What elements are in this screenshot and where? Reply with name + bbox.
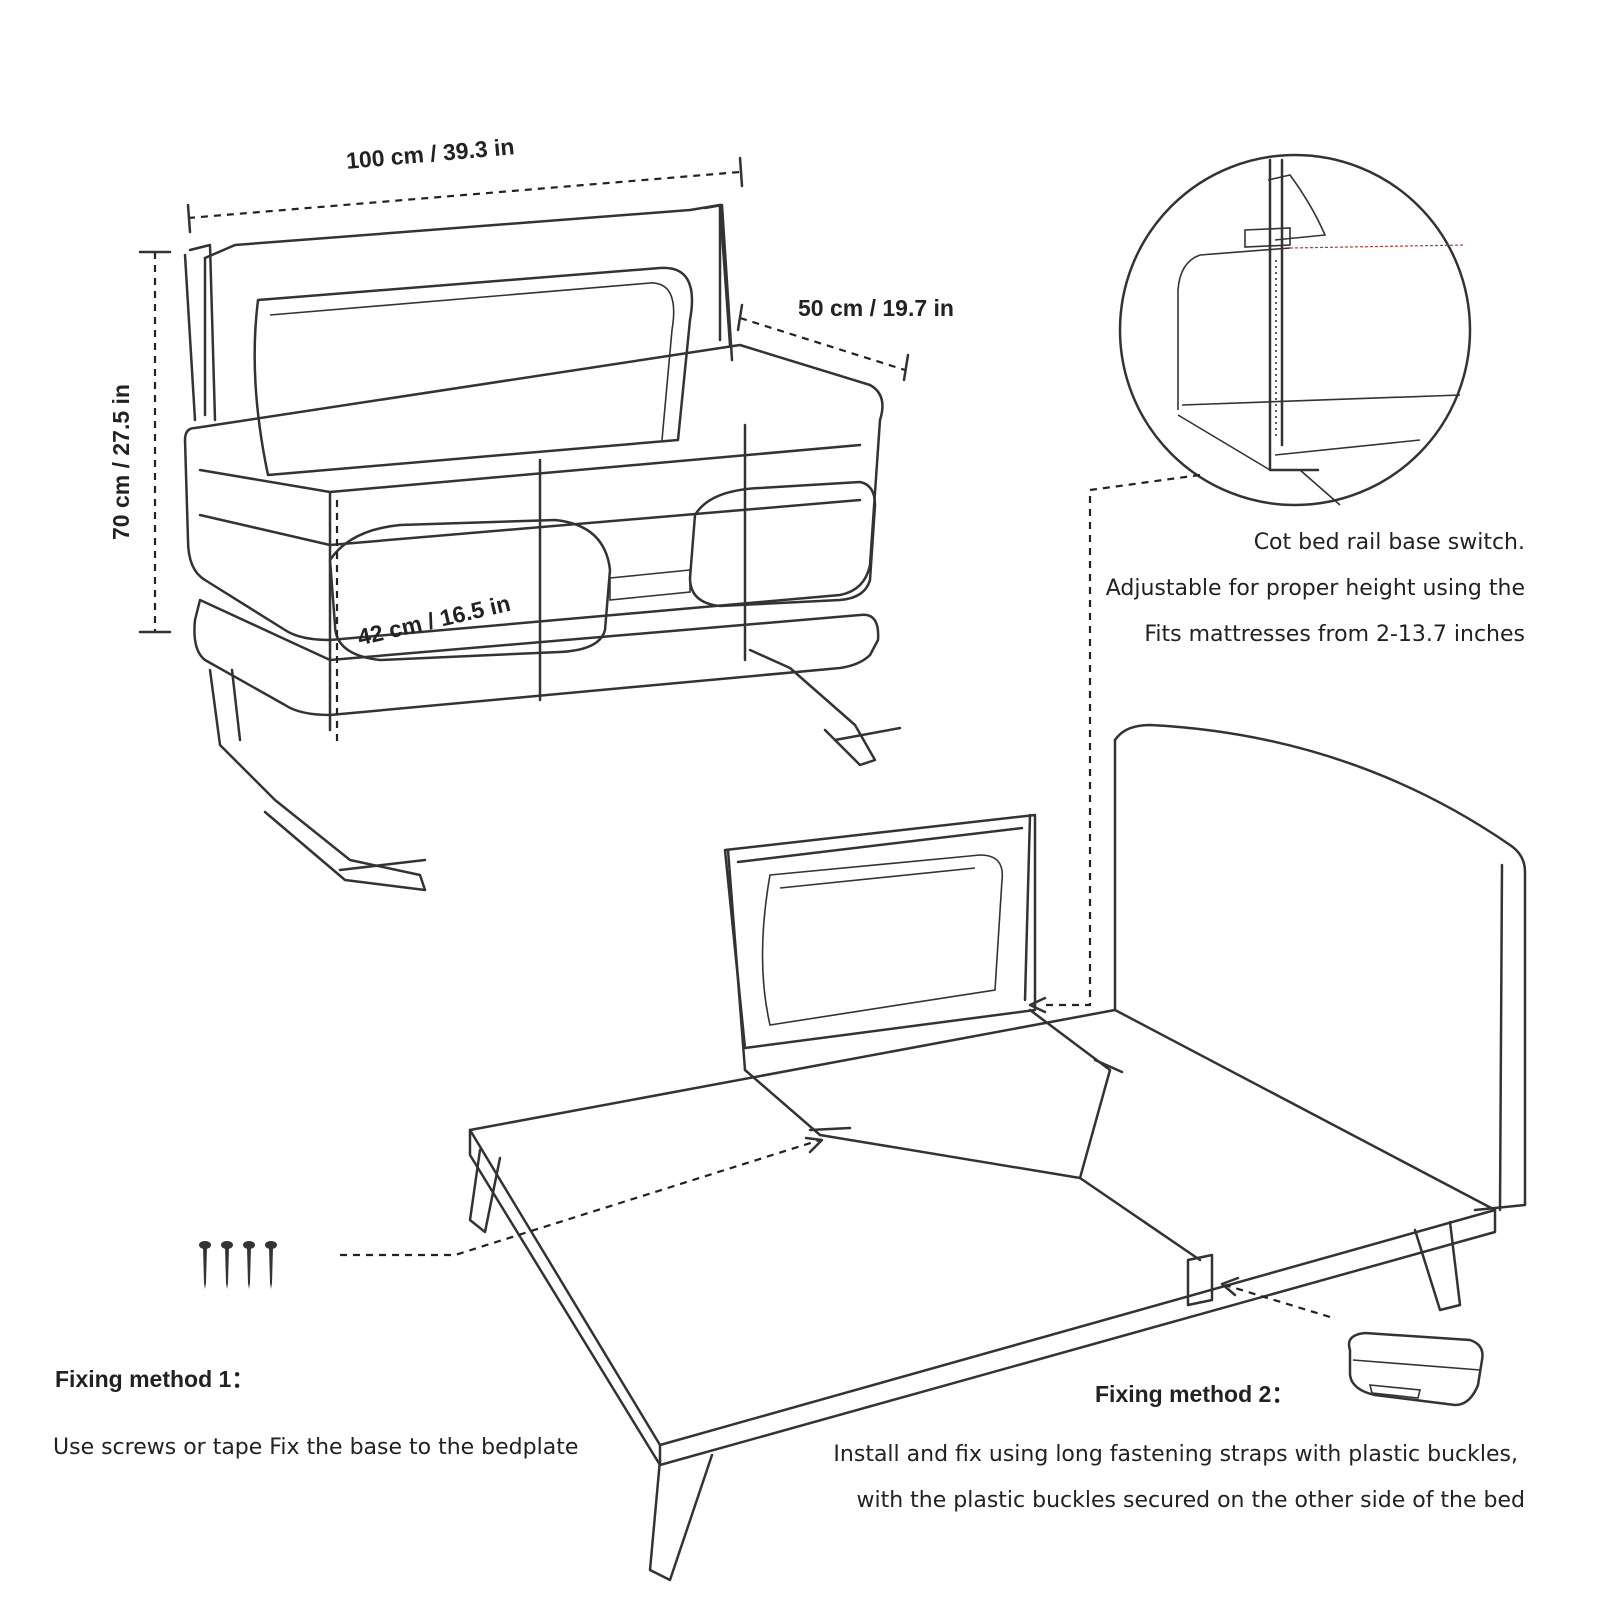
dimension-lines [138,156,910,745]
arrow-head-screws [804,1136,824,1154]
fixing-method-2-desc-line2: with the plastic buckles secured on the … [856,1488,1525,1513]
screw-icon [199,1241,277,1289]
bed-illustration [468,723,1527,1582]
arrow-head-buckle [1220,1276,1240,1297]
buckle-icon [1347,1331,1484,1407]
leader-buckle [1224,1283,1331,1319]
rail-switch-line2: Adjustable for proper height using the [1105,576,1525,601]
fixing-method-2-desc-line1: Install and fix using long fastening str… [833,1442,1518,1467]
rail-switch-line3: Fits mattresses from 2-13.7 inches [1144,622,1525,647]
fixing-method-1-desc: Use screws or tape Fix the base to the b… [53,1435,579,1460]
rail-switch-line1: Cot bed rail base switch. [1253,530,1525,555]
leader-rail-switch [1045,473,1201,1007]
bassinet-illustration [183,203,902,892]
detail-magnifier [1118,153,1472,507]
arrow-head-rail [1028,996,1047,1014]
fixing-method-1-title: Fixing method 1： [55,1366,255,1392]
height-dimension-label: 70 cm / 27.5 in [108,384,134,540]
leader-screws [340,1138,821,1257]
depth-dimension-label: 50 cm / 19.7 in [798,295,954,321]
fixing-method-2-title: Fixing method 2： [1095,1381,1295,1407]
